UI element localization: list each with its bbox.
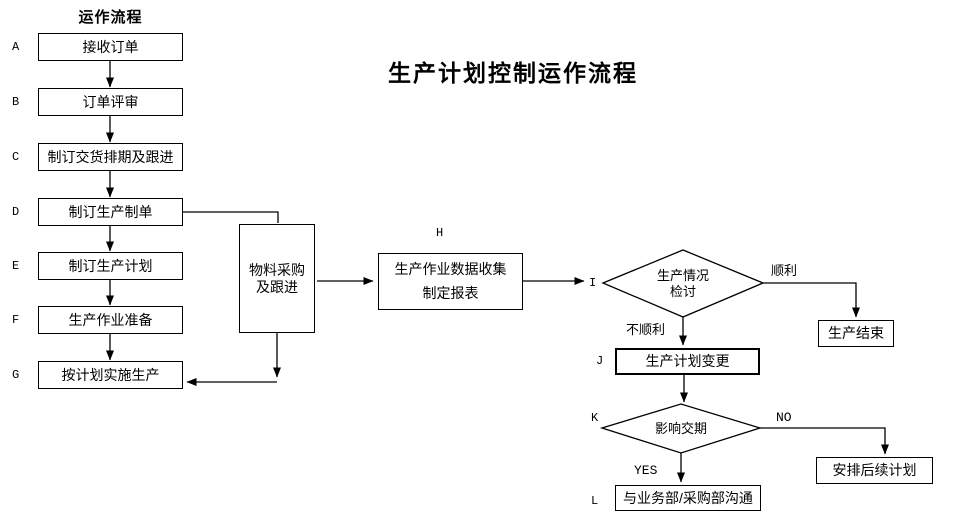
decision-i-line1: 生产情况: [656, 267, 709, 283]
material-purchase-line2: 及跟进: [256, 278, 298, 295]
step-label-i: I: [589, 276, 597, 290]
page-title: 生产计划控制运作流程: [388, 60, 638, 86]
step-label-k: K: [591, 411, 599, 425]
edge-label-smooth: 顺利: [771, 263, 798, 278]
node-data-collection: 生产作业数据收集 制定报表: [378, 253, 523, 310]
edge-k-followup: [760, 427, 889, 455]
step-label-g: G: [12, 368, 20, 382]
decision-k-text: 影响交期: [654, 420, 707, 436]
node-production-end: 生产结束: [818, 320, 894, 347]
step-label-h: H: [436, 226, 444, 240]
data-collection-line1: 生产作业数据收集: [394, 261, 507, 277]
edge-label-no: NO: [776, 410, 792, 425]
step-label-f: F: [12, 313, 20, 327]
node-plan-change: 生产计划变更: [615, 348, 760, 375]
step-label-c: C: [12, 150, 20, 164]
node-execute-production: 按计划实施生产: [38, 361, 183, 389]
node-production-order: 制订生产制单: [38, 198, 183, 226]
step-label-j: J: [596, 354, 604, 368]
column-header: 运作流程: [78, 9, 143, 26]
node-followup-plan: 安排后续计划: [816, 457, 933, 484]
decision-i-line2: 检讨: [669, 283, 696, 299]
step-label-b: B: [12, 95, 20, 109]
node-communicate-departments: 与业务部/采购部沟通: [615, 485, 761, 511]
node-receive-order: 接收订单: [38, 33, 183, 61]
edge-label-yes: YES: [634, 463, 658, 478]
step-label-l: L: [591, 494, 599, 508]
edge-d-material: [183, 211, 279, 223]
data-collection-line2: 制定报表: [422, 285, 479, 301]
node-material-purchase: 物料采购 及跟进: [239, 224, 315, 333]
edge-label-not-smooth: 不顺利: [626, 322, 666, 337]
edge-i-production-end: [763, 282, 860, 318]
node-delivery-schedule: 制订交货排期及跟进: [38, 143, 183, 171]
material-purchase-line1: 物料采购: [249, 261, 305, 278]
node-order-review: 订单评审: [38, 88, 183, 116]
node-production-prep: 生产作业准备: [38, 306, 183, 334]
step-label-a: A: [12, 40, 20, 54]
node-production-plan: 制订生产计划: [38, 252, 183, 280]
decision-i-text: 生产情况 检讨: [623, 265, 743, 302]
step-label-e: E: [12, 259, 20, 273]
step-label-d: D: [12, 205, 20, 219]
